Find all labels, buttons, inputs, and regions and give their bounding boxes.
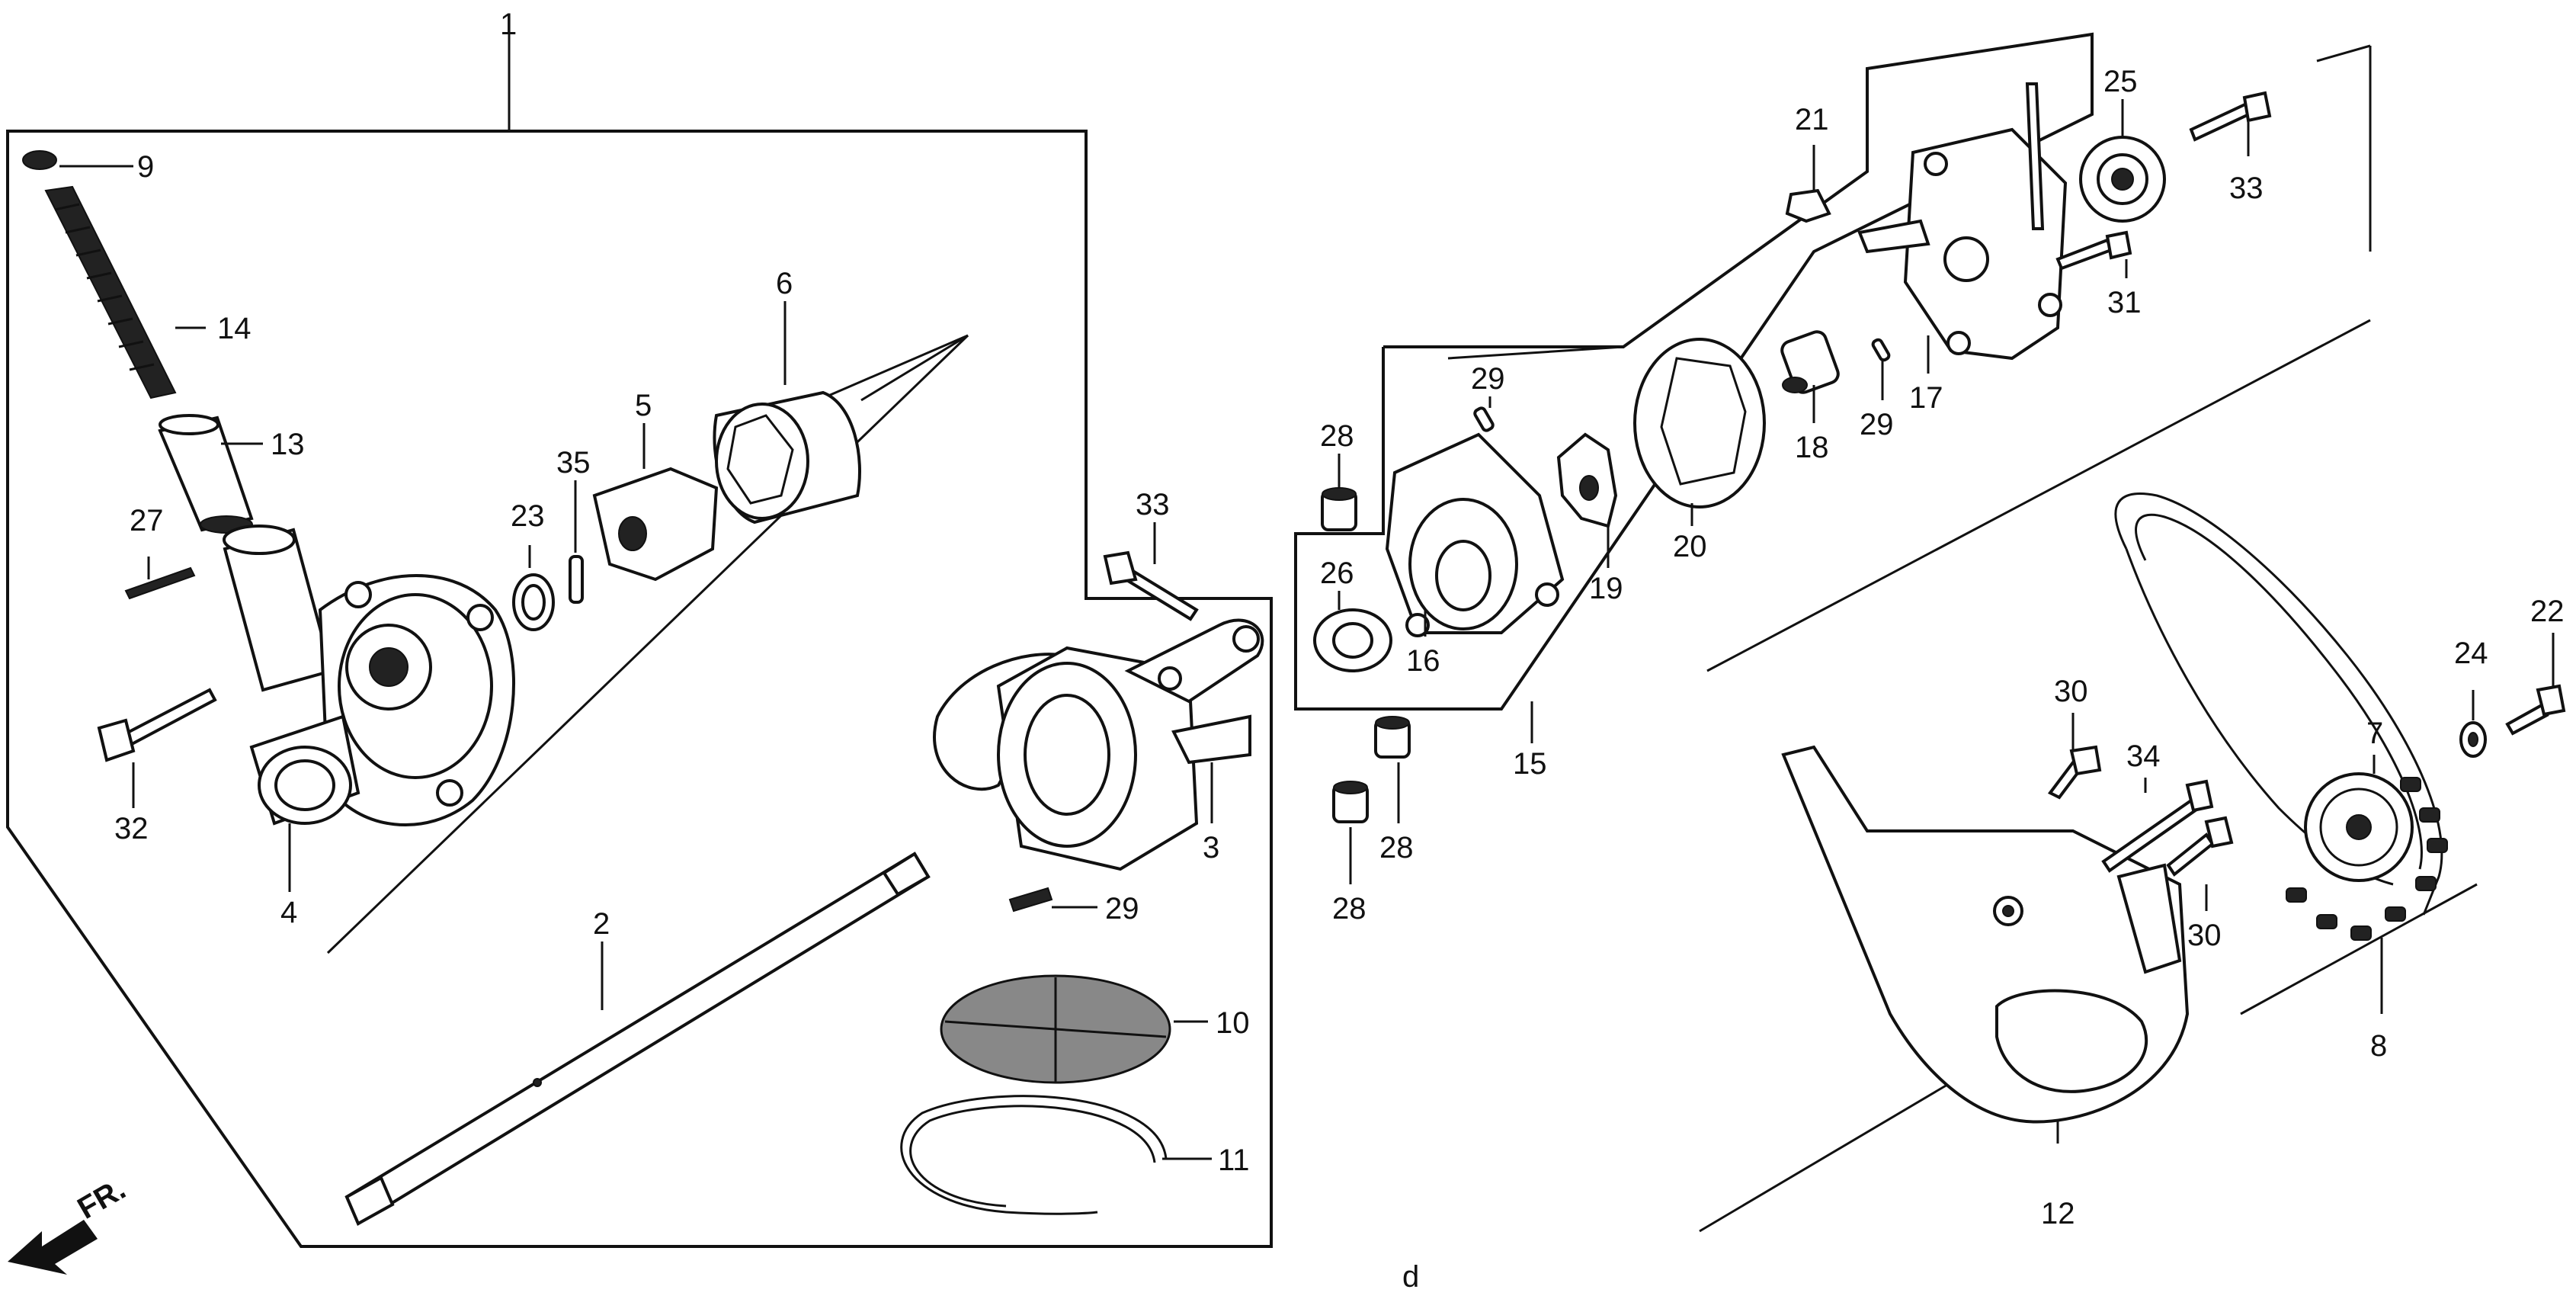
part-24-washer: [2459, 721, 2487, 758]
part-19-inner-rotor: [1556, 432, 1618, 528]
part-31-bolt: [2055, 230, 2132, 271]
callout-29-right: 29: [1860, 408, 1894, 441]
callout-28-middle: 28: [1379, 831, 1414, 865]
part-11-retaining-clip: [900, 1095, 1168, 1215]
part-27-dowel-pin: [124, 566, 196, 600]
part-28-dowel-lower: [1332, 781, 1369, 823]
part-4-pump-body: [223, 524, 515, 892]
callout-30-upper: 30: [2054, 675, 2088, 708]
callout-10: 10: [1216, 1006, 1250, 1040]
callout-26: 26: [1320, 557, 1354, 590]
callout-28-lower: 28: [1332, 892, 1366, 925]
callout-1: 1: [500, 8, 517, 41]
callout-29-lower: 29: [1105, 892, 1139, 925]
part-23-oil-seal: [512, 573, 555, 631]
part-33-bolt-right: [2189, 91, 2272, 142]
callout-15: 15: [1513, 747, 1547, 781]
part-29-pin-upper: [1473, 406, 1495, 432]
part-10-oil-strainer-screen: [940, 974, 1171, 1084]
callout-12: 12: [2041, 1197, 2075, 1230]
part-3-pump-housing: [933, 618, 1264, 913]
part-14-relief-spring: [44, 185, 177, 399]
part-22-bolt: [2505, 684, 2566, 736]
callout-29-upper: 29: [1471, 362, 1505, 396]
part-6-outer-rotor: [713, 390, 861, 524]
callout-35: 35: [556, 446, 591, 480]
callout-20: 20: [1673, 530, 1707, 563]
direction-label: FR.: [72, 1172, 132, 1225]
callout-28-upper: 28: [1320, 419, 1354, 453]
part-8-drive-chain: [2114, 492, 2448, 1014]
callout-labels: 1 9 14 13 27 32 4 23 35 5 6 2 33 3 29 10…: [114, 8, 2565, 1230]
part-30-bolt-lower: [2166, 816, 2234, 877]
footer-mark: d: [1402, 1260, 1419, 1294]
callout-4: 4: [280, 896, 297, 929]
callout-11: 11: [1218, 1144, 1250, 1177]
part-5-inner-rotor: [592, 467, 719, 582]
part-18-drive-collar: [1780, 330, 1840, 394]
leader-lines: [59, 99, 2555, 1160]
part-9-sealing-plug: [22, 150, 57, 170]
part-26-oil-seal: [1313, 608, 1392, 672]
callout-25: 25: [2103, 65, 2138, 98]
part-25-bearing: [2079, 136, 2166, 223]
callout-27: 27: [130, 504, 164, 537]
callout-19: 19: [1589, 572, 1623, 605]
part-35-knock-pin: [569, 555, 584, 604]
part-29-pin-right: [1871, 338, 1891, 362]
part-16-oil-pump-body: [1385, 432, 1565, 637]
callout-22: 22: [2530, 595, 2565, 628]
callout-33-left: 33: [1136, 488, 1170, 521]
callout-34: 34: [2126, 739, 2161, 773]
callout-18: 18: [1795, 431, 1829, 464]
callout-14: 14: [217, 312, 252, 345]
callout-21: 21: [1795, 103, 1829, 136]
part-12-chain-cover: [1781, 745, 2190, 1144]
part-21-nut: [1785, 188, 1831, 223]
callout-16: 16: [1406, 644, 1440, 678]
part-34-bolt: [2101, 779, 2214, 873]
callout-32: 32: [114, 812, 149, 845]
part-13-relief-valve-piston: [158, 414, 254, 534]
callout-30-lower: 30: [2187, 919, 2222, 952]
part-7-sprocket: [2304, 772, 2414, 882]
callout-13: 13: [271, 428, 305, 461]
part-20-outer-rotor: [1633, 338, 1766, 508]
part-30-bolt-upper: [2047, 745, 2102, 800]
callout-6: 6: [776, 267, 793, 300]
part-28-dowel-upper: [1321, 487, 1357, 531]
callout-7: 7: [2366, 717, 2383, 750]
callout-3: 3: [1203, 831, 1219, 865]
part-17-pump-cover: [1857, 82, 2068, 361]
callout-33-right: 33: [2229, 172, 2264, 205]
callout-31: 31: [2107, 286, 2142, 319]
part-28-dowel-middle: [1374, 716, 1411, 759]
callout-9: 9: [137, 150, 154, 184]
front-direction-indicator: FR.: [8, 1172, 131, 1275]
callout-17: 17: [1909, 381, 1943, 415]
callout-5: 5: [635, 389, 652, 422]
callout-24: 24: [2454, 637, 2488, 670]
part-32-flange-bolt: [97, 688, 217, 762]
callout-2: 2: [593, 907, 610, 941]
arrow-front-icon: [8, 1220, 98, 1275]
assembly-frame-main: [6, 23, 1273, 1248]
part-2-pump-shaft: [344, 852, 931, 1226]
part-33-bolt-left: [1103, 550, 1199, 621]
callout-23: 23: [511, 499, 545, 533]
callout-8: 8: [2370, 1029, 2387, 1063]
